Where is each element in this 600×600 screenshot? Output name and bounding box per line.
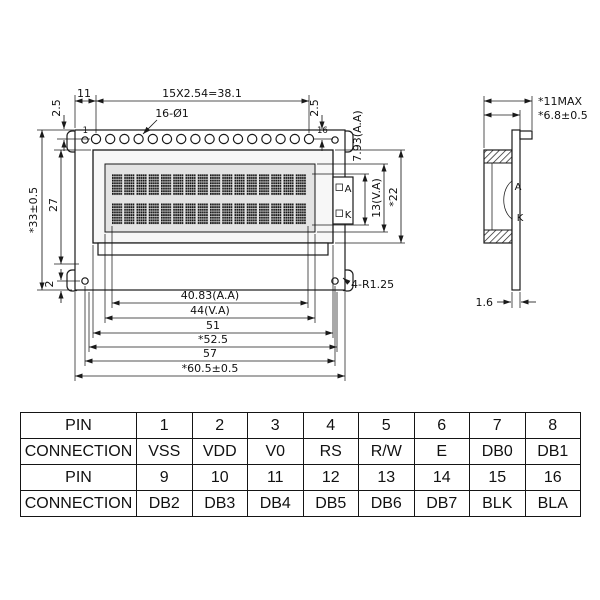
dim-depth-max: *11MAX (538, 95, 583, 108)
bezel-tab-strip (97, 242, 329, 256)
table-cell: 1 (136, 412, 193, 439)
dim-board-height: *33±0.5 (27, 187, 40, 233)
dim-frame-height: *22 (387, 187, 400, 207)
table-cell: 2 (191, 412, 248, 439)
character-row-2 (112, 203, 308, 225)
table-cell: VSS (136, 438, 193, 465)
character-row-1 (112, 174, 308, 196)
mounting-hole (81, 277, 89, 285)
dim-bezel-height: 27 (47, 198, 60, 212)
dim-aa-height: 7.93(A.A) (351, 110, 364, 161)
backlight-lead-arc (503, 180, 513, 220)
table-cell: CONNECTION (20, 438, 137, 465)
dimension-lines (39, 98, 404, 379)
table-cell: DB1 (524, 438, 581, 465)
table-cell: 16 (524, 464, 581, 491)
table-cell: 12 (302, 464, 359, 491)
side-pin-header (519, 130, 533, 140)
dim-hole-to-edge: 2 (43, 281, 56, 288)
side-cathode-label: K (517, 213, 524, 224)
dim-pin-holes: 16-Ø1 (155, 107, 189, 120)
table-cell: 4 (302, 412, 359, 439)
front-view: 1 16 A K (66, 126, 354, 292)
front-view-dimensions: 11 15X2.54=38.1 2.5 2.5 16-Ø1 7.93(A.A) … (27, 87, 405, 381)
pin-16-label: 16 (317, 126, 328, 136)
table-cell: 15 (469, 464, 526, 491)
table-cell: RS (302, 438, 359, 465)
dim-pin-offset-right: 2.5 (308, 99, 321, 117)
technical-drawing: 1 16 A K (27, 87, 588, 381)
table-cell: 3 (247, 412, 304, 439)
dim-pin-offset-left: 2.5 (50, 99, 63, 117)
table-cell: E (413, 438, 470, 465)
extension-lines (37, 95, 405, 381)
backlight-pads: A K (332, 176, 354, 225)
table-cell: DB5 (302, 490, 359, 517)
dim-depth-body: *6.8±0.5 (538, 109, 588, 122)
side-bezel (483, 149, 513, 244)
mounting-hole (331, 136, 339, 144)
dim-va-width: 44(V.A) (190, 304, 230, 317)
table-cell: BLK (469, 490, 526, 517)
table-cell: 14 (413, 464, 470, 491)
table-cell: 7 (469, 412, 526, 439)
side-view: A K *11MAX *6.8±0.5 1.6 (476, 95, 588, 309)
pin-connection-table: PIN 1 2 3 4 5 6 7 8 CONNECTION VSS VDD V… (20, 412, 581, 517)
cathode-label: K (345, 210, 352, 221)
table-cell: 6 (413, 412, 470, 439)
table-cell: DB2 (136, 490, 193, 517)
table-row: PIN 1 2 3 4 5 6 7 8 (20, 412, 581, 439)
dim-width-52-5: *52.5 (198, 333, 228, 346)
dim-width-51: 51 (206, 319, 220, 332)
table-cell: DB4 (247, 490, 304, 517)
table-cell: CONNECTION (20, 490, 137, 517)
dim-aa-width: 40.83(A.A) (181, 289, 239, 302)
table-cell: 8 (524, 412, 581, 439)
mounting-hole (81, 136, 89, 144)
pin-1-label: 1 (83, 126, 88, 136)
mounting-hole (331, 277, 339, 285)
side-anode-label: A (515, 182, 522, 193)
dim-corner-radius: 4-R1.25 (351, 278, 394, 291)
dim-board-width: *60.5±0.5 (182, 362, 239, 375)
table-cell: DB7 (413, 490, 470, 517)
dim-pcb-thickness: 1.6 (476, 296, 494, 309)
dim-edge-to-pin1: 11 (77, 87, 91, 100)
table-cell: 11 (247, 464, 304, 491)
side-bezel-clip-bottom (483, 229, 513, 244)
side-pcb (511, 129, 521, 291)
dim-va-height: 13(V.A) (370, 178, 383, 218)
table-row: CONNECTION VSS VDD V0 RS R/W E DB0 DB1 (20, 438, 581, 465)
table-cell: DB0 (469, 438, 526, 465)
table-cell: DB3 (191, 490, 248, 517)
table-cell: PIN (20, 412, 137, 439)
table-cell: BLA (524, 490, 581, 517)
table-row: PIN 9 10 11 12 13 14 15 16 (20, 464, 581, 491)
table-cell: DB6 (358, 490, 415, 517)
table-cell: 5 (358, 412, 415, 439)
pin-holes (90, 133, 315, 145)
table-cell: VDD (191, 438, 248, 465)
table-cell: V0 (247, 438, 304, 465)
anode-label: A (345, 184, 352, 195)
table-cell: PIN (20, 464, 137, 491)
table-row: CONNECTION DB2 DB3 DB4 DB5 DB6 DB7 BLK B… (20, 490, 581, 517)
table-cell: 13 (358, 464, 415, 491)
side-view-dimensions: *11MAX *6.8±0.5 1.6 (476, 95, 588, 309)
dim-width-57: 57 (203, 347, 217, 360)
side-bezel-clip-top (483, 149, 513, 164)
table-cell: 10 (191, 464, 248, 491)
dim-pin-pitch: 15X2.54=38.1 (162, 87, 242, 100)
table-cell: 9 (136, 464, 193, 491)
table-cell: R/W (358, 438, 415, 465)
